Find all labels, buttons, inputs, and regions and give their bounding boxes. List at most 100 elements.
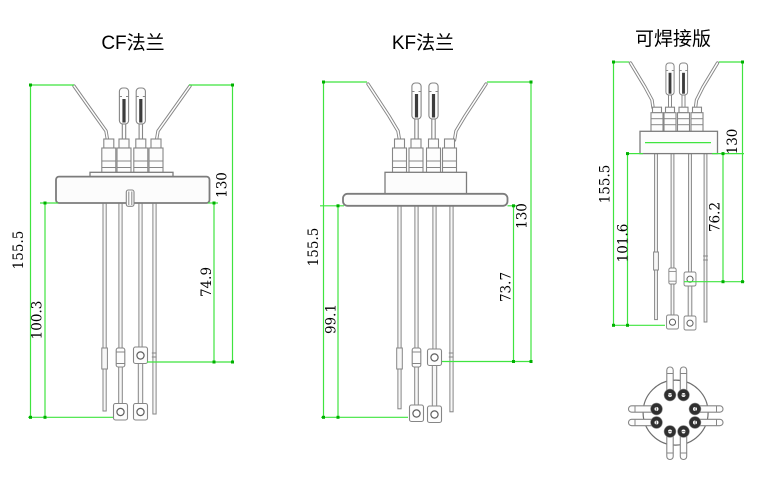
connector-barrel (690, 106, 704, 133)
weldable-mount-plate (639, 130, 719, 155)
pin-terminal-lug (683, 271, 697, 287)
pin-rod (670, 283, 675, 316)
pin-rod (414, 205, 419, 349)
pin-rod (687, 285, 693, 317)
dimension-tick (231, 83, 234, 87)
dimension-tick (512, 204, 515, 208)
connector-barrel (133, 138, 149, 174)
bent-wire-left-inner (629, 62, 654, 109)
dimension-tick (529, 80, 533, 84)
connector-barrel (101, 138, 117, 174)
pin-rod (670, 153, 675, 269)
kf-view-title: KF法兰 (392, 32, 454, 54)
connector-barrel (676, 106, 691, 133)
dim-cf-overall-height: 155.5 (11, 231, 27, 270)
pin-rod (432, 205, 437, 350)
bent-wire-left-inner (367, 83, 401, 141)
pin-rod (654, 153, 658, 321)
connector-barrel (116, 138, 132, 174)
pin-layout-bottom-view (627, 366, 724, 461)
dimension-tick (336, 415, 340, 419)
kf-connector-stack (391, 138, 458, 174)
pin-rod (688, 153, 692, 273)
pin-sleeve (101, 347, 108, 370)
dim-kf-top-to-terminal: 130 (515, 203, 531, 229)
dimension-tick (612, 323, 615, 327)
kf-flange-view: KF法兰 (306, 32, 533, 424)
weldable-connector-stack (650, 106, 704, 133)
pin-terminal-lug (426, 405, 443, 424)
dim-kf-pin-length: 99.1 (324, 304, 340, 334)
cf-flange-body (55, 171, 211, 207)
kf-feedthrough-pins (396, 205, 454, 424)
dimension-tick (626, 323, 629, 327)
pin-rod (102, 202, 107, 412)
pin-terminal-lug (683, 315, 697, 331)
pin-crimp (115, 347, 126, 368)
connector-barrel (148, 138, 164, 174)
dimension-tick (336, 204, 340, 208)
pin-rod (152, 202, 157, 415)
dim-cf-top-to-terminal: 130 (215, 172, 231, 198)
cf-connector-stack (101, 138, 164, 174)
center-pin-contact (428, 82, 439, 142)
weldable-view: 可焊接版 (598, 28, 745, 331)
dimension-tick (322, 80, 325, 84)
dimension-tick (721, 152, 725, 156)
dim-weldable-flange-to-terminal: 76.2 (708, 202, 724, 232)
pin-rod (118, 366, 123, 404)
dimension-tick (212, 201, 216, 205)
dimension-tick (231, 360, 234, 364)
weldable-feedthrough-pins (653, 153, 708, 331)
connector-barrel (391, 138, 408, 174)
pinchoff-tube (125, 189, 135, 207)
pin-rod (138, 202, 143, 348)
pin-rod (703, 153, 708, 323)
pin-terminal-lug (132, 346, 149, 365)
pin-rod (431, 365, 438, 407)
dimension-tick (512, 360, 515, 363)
pin-sleeve (396, 347, 403, 370)
cf-feedthrough-pins (101, 202, 157, 421)
dimension-tick (741, 280, 744, 284)
pin-rod (449, 205, 454, 413)
dim-weldable-top-to-terminal: 130 (725, 129, 741, 155)
bent-wire-left-inner (73, 85, 109, 141)
center-pin-contact (118, 87, 130, 147)
pin-rod (414, 366, 419, 406)
bent-wire-right-inner (694, 62, 719, 109)
cf-flange-view: CF法兰 (11, 32, 234, 421)
dim-cf-flange-to-terminal: 74.9 (199, 267, 215, 297)
connector-barrel (425, 138, 442, 174)
dim-kf-overall-height: 155.5 (306, 228, 322, 267)
dimension-tick (322, 415, 325, 419)
dimension-tick (43, 415, 47, 419)
connector-barrel (650, 106, 664, 133)
dim-kf-flange-to-terminal: 73.7 (499, 272, 515, 302)
pin-crimp (411, 347, 422, 368)
connector-barrel (663, 106, 677, 133)
dimension-tick (43, 201, 47, 205)
dim-weldable-overall-height: 155.5 (598, 165, 614, 204)
cf-view-title: CF法兰 (101, 32, 164, 54)
weldable-view-title: 可焊接版 (635, 28, 711, 50)
cf-top-wires (72, 84, 192, 147)
pin-crimp (668, 267, 677, 285)
flange-riser-block (384, 171, 468, 195)
pin-rod (137, 363, 144, 404)
dimension-tick (626, 152, 629, 156)
dimension-tick (612, 60, 615, 64)
pin-terminal-lug (112, 402, 129, 421)
dim-cf-pin-length: 100.3 (30, 301, 46, 340)
dimension-tick (529, 360, 533, 363)
connector-barrel (408, 138, 424, 174)
dim-weldable-pin-length: 101.6 (616, 224, 632, 263)
center-pin-contact (135, 87, 146, 147)
dimension-tick (29, 83, 32, 87)
kf-top-wires (366, 82, 488, 142)
kf-dimensions: 155.5 99.1 73.7 130 (306, 80, 533, 419)
connector-barrel (441, 138, 458, 174)
pin-terminal-lug (426, 348, 443, 367)
